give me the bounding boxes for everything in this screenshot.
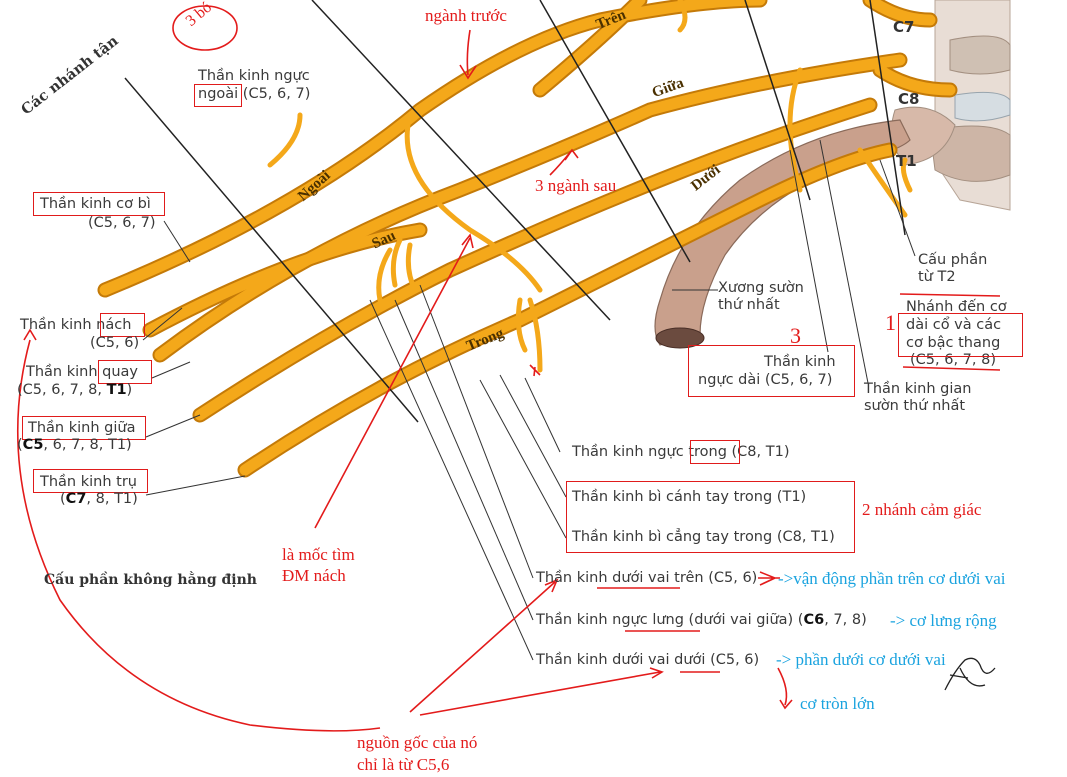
label-long-thoracic: Thần kinh [764, 354, 836, 370]
label-first-intercostal: Thần kinh gian [864, 381, 972, 397]
annotation-two-sensory: 2 nhánh cảm giác [862, 500, 982, 519]
nerves [97, 0, 958, 478]
radial-roots-a: (C5, 6, 7, 8, [17, 382, 102, 398]
root-label-t1: T1 [896, 152, 917, 170]
thoracodorsal-word: ngực lưng [612, 612, 684, 628]
lateral-pectoral-roots: (C5, 6, 7) [242, 86, 311, 102]
label-medial-pectoral: Thần kinh ngực trong (C8, T1) [572, 444, 789, 461]
lower-subscapular-word: dưới [674, 652, 706, 668]
label-lateral-pectoral: Thần kinh ngực [198, 68, 310, 84]
label-scalene-branch-line2: dài cổ và các [906, 317, 1002, 333]
lateral-pectoral-word: ngoài [198, 86, 239, 102]
highlight-box-scalene [898, 313, 1023, 357]
label-t2-component: Cấu phần [918, 252, 988, 268]
highlight-box-median [22, 416, 146, 440]
annotation-teres-major: cơ tròn lớn [800, 694, 875, 713]
highlight-box-long-thoracic [688, 345, 855, 397]
highlight-box-medial-pectoral [690, 440, 740, 464]
label-ulnar: Thần kinh trụ [40, 474, 137, 490]
highlight-box-ulnar [33, 469, 148, 493]
annotation-motor-upper-subscapularis: ->vận động phần trên cơ dưới vai [778, 569, 1006, 588]
upper-subscapular-prefix: Thần kinh [536, 570, 608, 586]
musculocutaneous-roots: (C5, 6, 7) [88, 215, 156, 231]
label-axillary: Thần kinh nách [20, 317, 131, 334]
division-lines [124, 0, 906, 423]
thoracodorsal-end: , 7, 8) [824, 612, 867, 628]
lower-subscapular-prefix: Thần kinh dưới vai [536, 652, 670, 668]
leader-lines [142, 139, 916, 661]
label-lower-subscapular: Thần kinh dưới vai dưới (C5, 6) [536, 652, 759, 669]
annotation-latissimus: -> cơ lưng rộng [890, 611, 997, 630]
root-label-c8: C8 [898, 90, 920, 108]
label-first-rib-line2: thứ nhất [718, 297, 780, 313]
label-upper-subscapular: Thần kinh dưới vai trên (C5, 6) [536, 570, 757, 587]
vertebral-column [891, 0, 1011, 211]
annotation-origin-line2: chỉ là từ C5,6 [357, 755, 450, 774]
radial-roots-c: ) [126, 382, 133, 398]
ulnar-roots-c: , 8, T1) [86, 491, 138, 507]
label-lateral-pectoral-line2: ngoài (C5, 6, 7) [198, 86, 310, 103]
axillary-word: nách [96, 317, 132, 333]
axillary-roots: (C5, 6) [90, 335, 140, 351]
medial-pectoral-word: trong [688, 444, 727, 460]
label-scalene-branch-line3: cơ bậc thang [906, 335, 1001, 351]
lower-subscapular-roots: (C5, 6) [710, 652, 760, 668]
annotation-landmark-line1: là mốc tìm [282, 545, 355, 564]
radial-prefix: Thần kinh [26, 364, 98, 380]
highlight-box-lateral-pectoral [194, 84, 242, 107]
median-roots-c: , 6, 7, 8, T1) [43, 437, 132, 453]
highlight-box-musculocutaneous [33, 192, 165, 216]
root-label-c7: C7 [893, 18, 915, 36]
ulnar-roots: (C7, 8, T1) [60, 491, 138, 508]
heading-inconstant-component: Cấu phần không hằng định [44, 572, 257, 588]
label-medial-brachial-cutaneous: Thần kinh bì cánh tay trong (T1) [572, 489, 807, 505]
annotation-landmark-line2: ĐM nách [282, 566, 346, 585]
highlight-box-sensory-branches [566, 481, 855, 553]
highlight-box-radial [98, 360, 152, 384]
median-roots-a: ( [17, 437, 23, 453]
label-radial: Thần kinh quay [26, 364, 138, 381]
label-musculocutaneous: Thần kinh cơ bì [40, 196, 151, 212]
ulnar-roots-b: C7 [65, 491, 87, 507]
label-medial-antebrachial-cutaneous: Thần kinh bì cẳng tay trong (C8, T1) [572, 529, 835, 545]
annotation-number-3: 3 [790, 323, 801, 348]
thoracodorsal-bold: C6 [803, 612, 825, 628]
red-annotation-marks [16, 5, 1001, 732]
thoracodorsal-prefix: Thần kinh [536, 612, 608, 628]
label-first-rib: Xương sườn [718, 280, 804, 296]
upper-subscapular-roots: trên (C5, 6) [674, 570, 758, 586]
thoracodorsal-post: (dưới vai giữa) ( [688, 612, 804, 628]
label-thoracodorsal: Thần kinh ngực lưng (dưới vai giữa) (C6,… [536, 612, 867, 629]
annotation-three-posterior: 3 ngành sau [535, 176, 617, 195]
radial-roots-b: T1 [106, 382, 127, 398]
medial-pectoral-roots: (C8, T1) [731, 444, 790, 460]
ulnar-roots-a: ( [60, 491, 66, 507]
upper-subscapular-word: dưới vai [612, 570, 670, 586]
annotation-anterior-divisions: ngành trước [425, 6, 507, 25]
medial-pectoral-prefix: Thần kinh ngực [572, 444, 684, 460]
label-first-intercostal-line2: sườn thứ nhất [864, 398, 966, 414]
annotation-origin-line1: nguồn gốc của nó [357, 733, 478, 752]
artist-signature [944, 657, 996, 691]
label-scalene-branch: Nhánh đến cơ [906, 299, 1007, 315]
axillary-prefix: Thần kinh [20, 317, 92, 333]
annotation-lower-subscapularis: -> phần dưới cơ dưới vai [776, 650, 946, 669]
highlight-box-axillary [100, 313, 145, 337]
radial-roots: (C5, 6, 7, 8, T1) [17, 382, 132, 399]
median-roots-b: C5 [22, 437, 44, 453]
label-t2-component-line2: từ T2 [918, 269, 956, 285]
median-roots: (C5, 6, 7, 8, T1) [17, 437, 132, 454]
label-long-thoracic-line2: ngực dài (C5, 6, 7) [698, 372, 833, 388]
annotation-number-1: 1 [885, 310, 896, 335]
label-median: Thần kinh giữa [28, 420, 136, 436]
radial-word: quay [102, 364, 139, 380]
